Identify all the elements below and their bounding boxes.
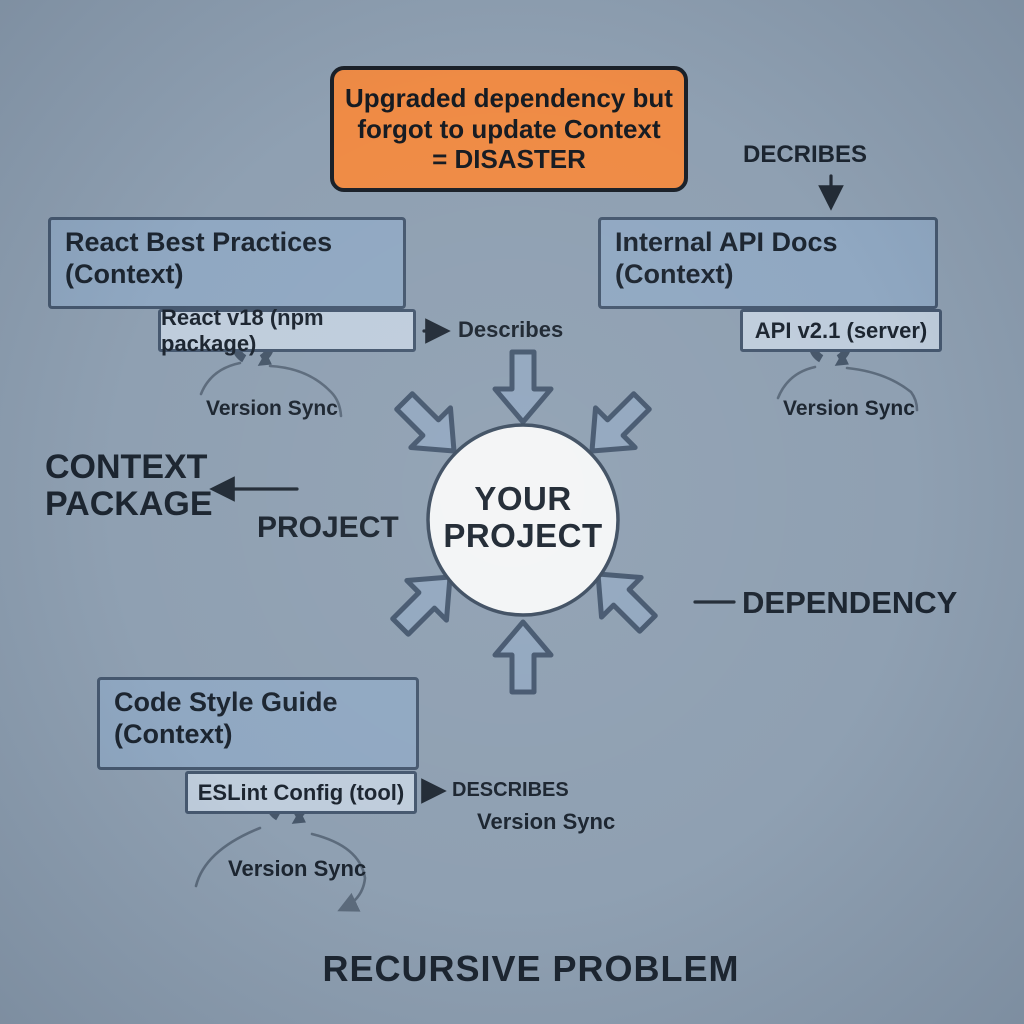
react-version-chip: React v18 (npm package) bbox=[158, 305, 416, 356]
inward-arrow-bottom-icon bbox=[495, 622, 551, 692]
decribes-label: DECRIBES bbox=[743, 141, 868, 168]
api-version-sync-label: Version Sync bbox=[783, 397, 915, 420]
react-version-sync-label: Version Sync bbox=[206, 397, 338, 420]
style-context-box: Code Style Guide (Context) bbox=[97, 677, 419, 770]
project-label: PROJECT bbox=[257, 511, 399, 544]
recursive-problem-title: RECURSIVE PROBLEM bbox=[322, 948, 740, 989]
inward-arrow-top-right-icon bbox=[572, 382, 661, 471]
react-context-subtitle: (Context) bbox=[65, 259, 184, 290]
style-context-title: Code Style Guide bbox=[114, 687, 338, 717]
callout-line-1: Upgraded dependency but bbox=[345, 82, 673, 113]
eslint-version-sync-right-label: Version Sync bbox=[477, 809, 616, 834]
your-project-line-2: PROJECT bbox=[443, 516, 603, 554]
eslint-chip: ESLint Config (tool) bbox=[185, 771, 417, 814]
eslint-describes-label: DESCRIBES bbox=[452, 779, 569, 801]
react-context-title: React Best Practices bbox=[65, 227, 333, 257]
context-package-label: CONTEXT PACKAGE bbox=[45, 448, 213, 524]
callout-line-3: = DISASTER bbox=[432, 144, 586, 175]
api-version-chip: API v2.1 (server) bbox=[740, 309, 942, 352]
react-describes-label: Describes bbox=[458, 317, 564, 342]
inward-arrow-bottom-right-icon bbox=[578, 554, 667, 643]
api-context-box: Internal API Docs (Context) bbox=[598, 217, 938, 309]
context-package-line-2: PACKAGE bbox=[45, 485, 213, 524]
dependency-label: DEPENDENCY bbox=[742, 585, 958, 620]
your-project-label: YOUR PROJECT bbox=[428, 480, 618, 555]
callout-line-2: forgot to update Context bbox=[357, 113, 661, 144]
style-context-subtitle: (Context) bbox=[114, 719, 233, 750]
inward-arrow-top-left-icon bbox=[385, 382, 474, 471]
disaster-callout: Upgraded dependency but forgot to update… bbox=[330, 66, 688, 192]
react-context-box: React Best Practices (Context) bbox=[48, 217, 406, 309]
inward-arrow-bottom-left-icon bbox=[381, 557, 470, 646]
eslint-version-sync-label: Version Sync bbox=[228, 856, 367, 881]
your-project-line-1: YOUR bbox=[474, 480, 572, 517]
inward-arrow-top-icon bbox=[495, 352, 551, 422]
swoosh-react-left bbox=[199, 361, 242, 396]
context-package-line-1: CONTEXT bbox=[45, 448, 208, 486]
swoosh-api-left bbox=[776, 365, 817, 400]
api-context-title: Internal API Docs bbox=[615, 227, 838, 257]
api-context-subtitle: (Context) bbox=[615, 259, 734, 290]
